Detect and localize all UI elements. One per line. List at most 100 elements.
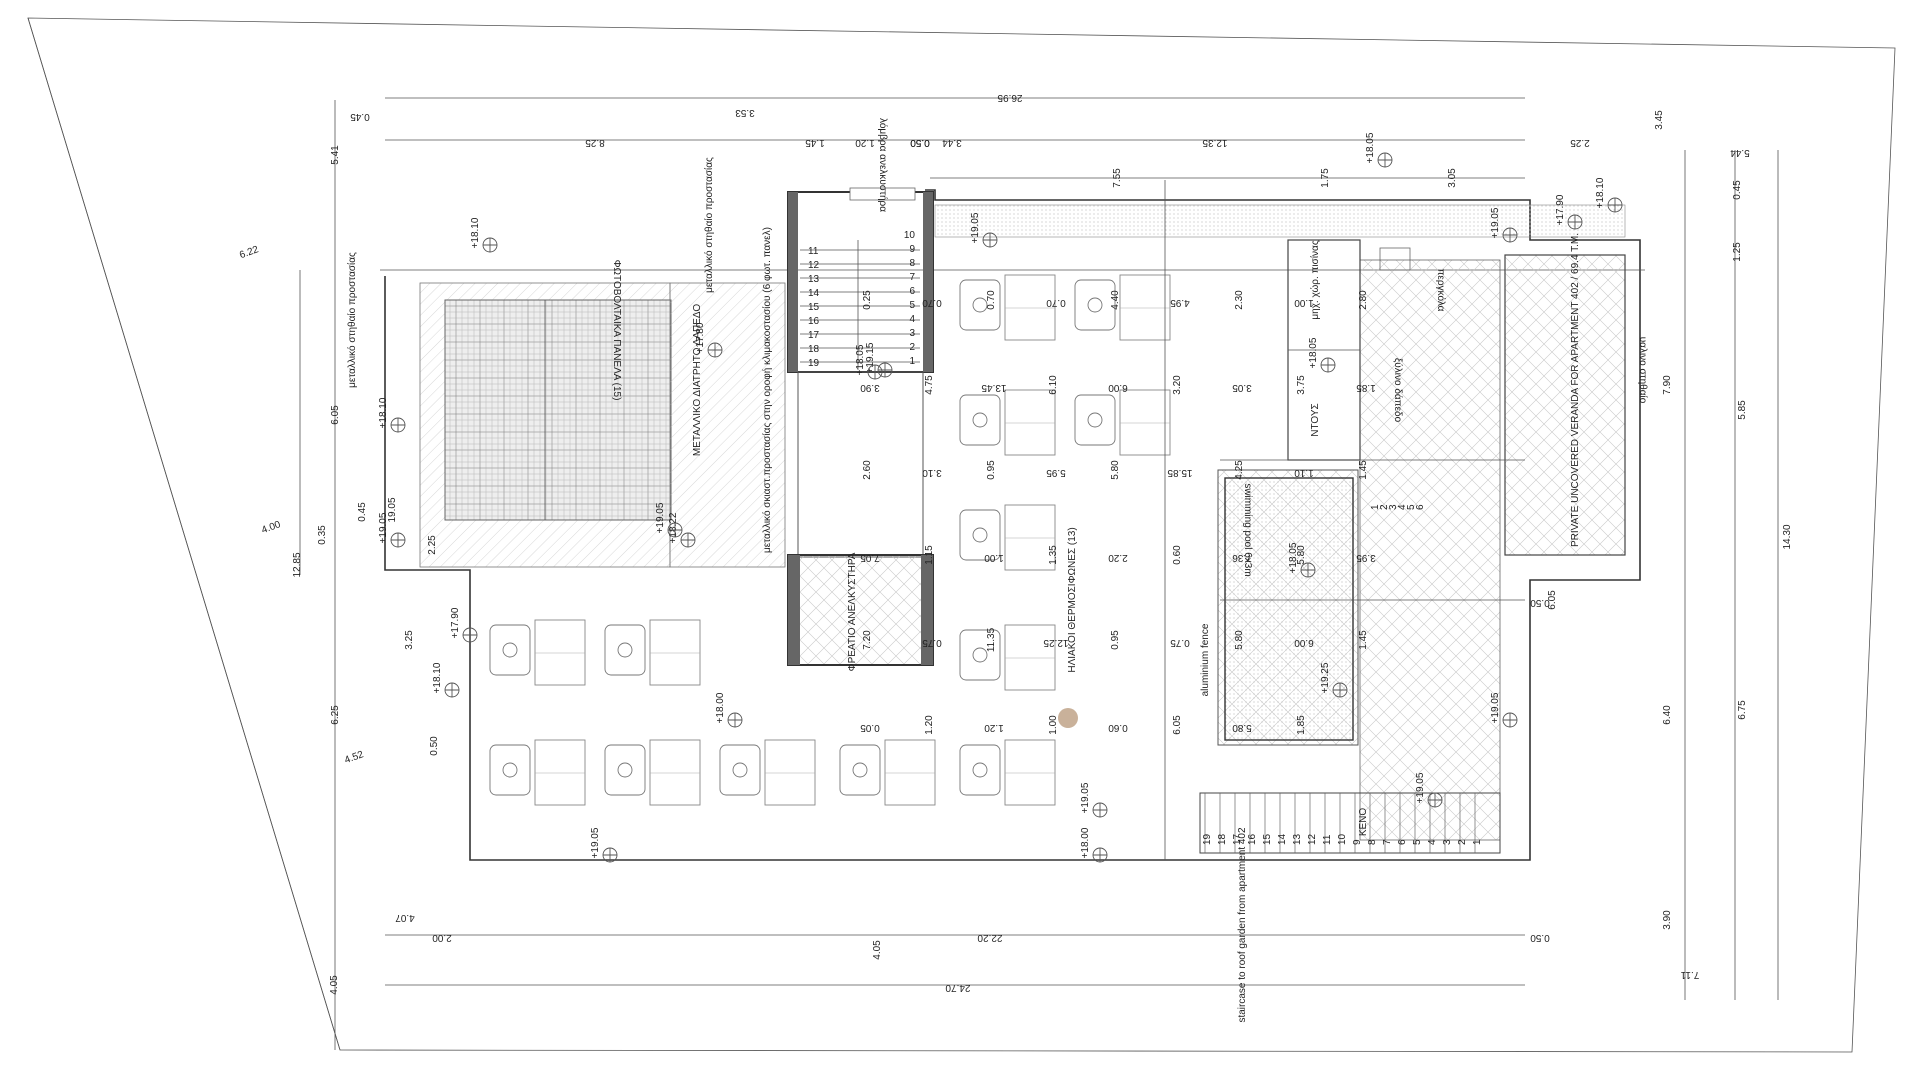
dimension-inner: 0.25: [862, 290, 873, 310]
stair-step-number: 2: [1457, 839, 1468, 845]
dimension-bottom: 4.05: [872, 940, 883, 960]
stair-step-number: 11: [808, 246, 819, 257]
level-label: +17.90: [1555, 194, 1566, 225]
stair-step-number: 11: [1322, 834, 1333, 845]
solar-heater: [959, 504, 1056, 571]
level-marker: +19.25: [1320, 662, 1348, 698]
dimension-inner: 7.36: [1232, 552, 1252, 563]
dimension-left: 4.00: [260, 519, 282, 536]
level-marker: +18.05: [1365, 132, 1393, 168]
parapet-band: [934, 204, 1626, 238]
elevator-lobby-label: λόμβρα ανελκυστήρα: [877, 118, 889, 212]
site-boundary: [27, 17, 1896, 1053]
level-marker: +19.05: [1490, 207, 1518, 243]
dimension-top: 1.75: [1320, 168, 1331, 188]
solar-heaters-group: [489, 274, 1171, 806]
level-marker: +18.00: [1080, 827, 1108, 863]
stair-step-number: 5: [909, 300, 915, 311]
dimension-bottom: 22.20: [977, 932, 1002, 943]
small-number: 1: [1370, 504, 1381, 510]
level-marker: +18.10: [470, 217, 498, 253]
dimension-right: 0.50: [1530, 597, 1550, 608]
stair-step-number: 19: [1202, 833, 1213, 845]
solar-heater: [719, 739, 816, 806]
level-label: +19.05: [655, 502, 666, 533]
stair-step-number: 8: [1367, 839, 1378, 845]
stair-step-number: 13: [808, 274, 820, 285]
level-marker: +18.05: [855, 344, 883, 380]
dimension-inner: 4.95: [1170, 297, 1190, 308]
dimension-top: 26.95: [997, 92, 1022, 103]
stair-step-number: 17: [808, 330, 820, 341]
dimension-left: 2.25: [427, 535, 438, 555]
dimension-inner: 1.10: [1294, 467, 1314, 478]
dimension-top: 1.45: [805, 137, 825, 148]
plan-labels: ΦΩΤΟΒΟΛΤΑΙΚΑ ΠΑΝΕΛΑ (15) ΜΕΤΑΛΛΙΚΟ ΔΙΑΤΡ…: [346, 118, 1649, 1023]
dimension-left: 3.25: [404, 630, 415, 650]
dimension-inner: 12.25: [1043, 637, 1068, 648]
level-label: +17.80: [695, 322, 706, 353]
dimension-top: 2.25: [1570, 137, 1590, 148]
solar-heater: [959, 739, 1056, 806]
dimension-right: 5.85: [1737, 400, 1748, 420]
level-label: +19.05: [590, 827, 601, 858]
level-label: +18.05: [1288, 542, 1299, 573]
shower-label: ΝΤΟΥΣ: [1310, 403, 1321, 436]
stair-step-number: 9: [909, 244, 915, 255]
solar-heater: [489, 739, 586, 806]
pool-area: [1217, 239, 1626, 841]
stair-step-number: 16: [808, 316, 820, 327]
stair-step-number: 5: [1412, 839, 1423, 845]
dimension-left: 12.85: [292, 552, 303, 577]
level-label: +18.00: [1080, 827, 1091, 858]
level-marker: +19.05: [1415, 772, 1443, 808]
dimension-bottom: 0.50: [1530, 932, 1550, 943]
dimension-left: 0.35: [317, 525, 328, 545]
solar-heater: [959, 274, 1056, 341]
dimension-right: 7.90: [1662, 375, 1673, 395]
dimension-bottom: 4.05: [329, 975, 340, 995]
stair-step-number: 4: [909, 314, 915, 325]
dimension-right: 6.05: [1547, 590, 1558, 610]
dimension-inner: 6.10: [1048, 375, 1059, 395]
level-label: +19.25: [1320, 662, 1331, 693]
dimension-inner: 5.80: [1232, 722, 1252, 733]
solar-heater: [959, 624, 1056, 691]
stair-step-number: 8: [909, 258, 915, 269]
dimension-inner: 4.25: [1234, 460, 1245, 480]
dimension-top: 1.25: [1732, 242, 1743, 262]
stair-step-number: 17: [1232, 833, 1243, 845]
dimension-inner: 0.95: [1110, 630, 1121, 650]
level-label: +19.05: [1080, 782, 1091, 813]
stair-step-number: 18: [1217, 833, 1228, 845]
stair-step-number: 10: [1337, 833, 1348, 845]
level-label: +19.05: [970, 212, 981, 243]
pergola-label: περγκόλα: [1435, 269, 1447, 312]
dimension-inner: 1.20: [924, 715, 935, 735]
dimension-bottom: 24.70: [945, 982, 970, 993]
dimension-top: 5.44: [1730, 147, 1750, 158]
dimension-bottom: 2.00: [432, 932, 452, 943]
dimension-inner: 2.20: [1108, 552, 1128, 563]
dimension-inner: 13.45: [981, 382, 1006, 393]
dimension-inner: 0.70: [922, 297, 942, 308]
dimension-inner: 7.05: [860, 552, 880, 563]
dimension-top: 0.45: [350, 111, 370, 122]
dimension-top: 1.20: [855, 137, 875, 148]
small-number: 6: [1415, 504, 1426, 510]
small-number: 4: [1397, 504, 1408, 510]
dimension-inner: 0.60: [1172, 545, 1183, 565]
level-marker: +18.05: [1308, 337, 1336, 373]
stair-step-number: 1: [909, 356, 915, 367]
dimension-inner: 3.20: [1172, 375, 1183, 395]
level-markers: +18.10+17.80+18.10+19.05+18.22+19.05+17.…: [378, 132, 1623, 863]
dimension-top: 3.45: [1654, 110, 1665, 130]
dimension-inner: 1.20: [984, 722, 1004, 733]
stair-step-number: 9: [1352, 839, 1363, 845]
stair-step-number: 1: [1472, 839, 1483, 845]
solar-heater: [489, 619, 586, 686]
level-marker: +19.05: [1490, 692, 1518, 728]
staircase-label: staircase to roof garden from apartment …: [1237, 827, 1248, 1023]
